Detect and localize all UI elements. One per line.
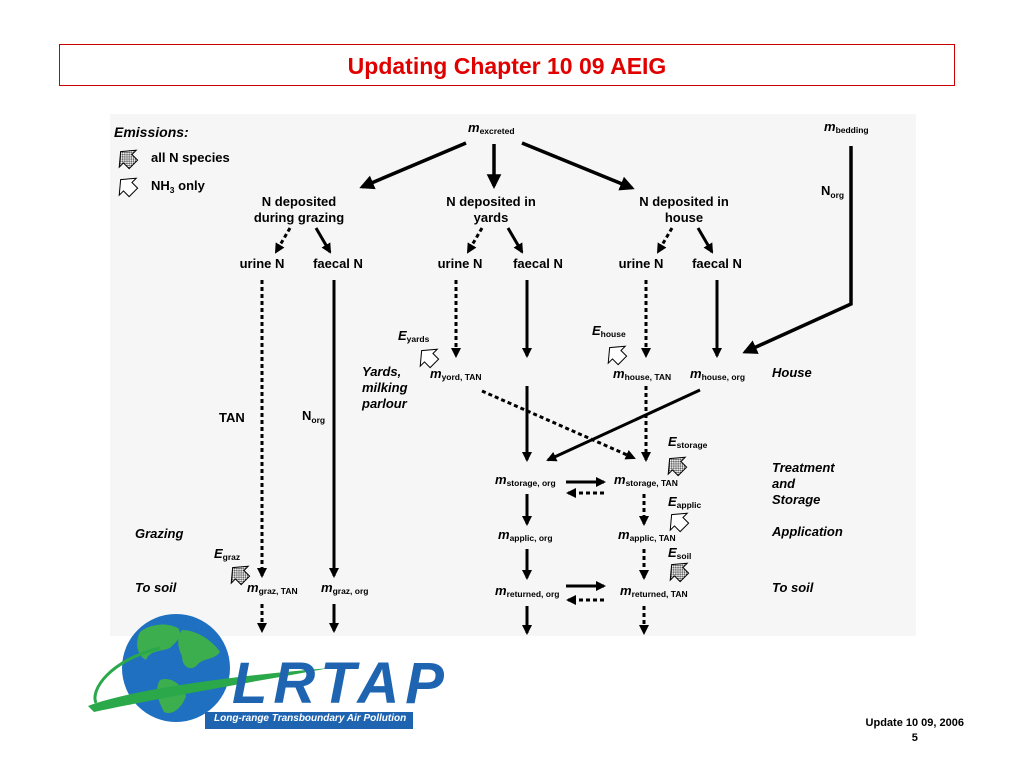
urine-n-yards: urine N bbox=[438, 256, 483, 271]
arrow-yards-tan-to-storage bbox=[481, 389, 636, 460]
soil-emission-icon bbox=[669, 562, 690, 583]
arrow-excreted-grazing bbox=[359, 141, 467, 190]
m-returned-org: mreturned, org bbox=[495, 583, 559, 599]
tan-label: TAN bbox=[219, 410, 245, 425]
m-returned-tan: mreturned, TAN bbox=[620, 583, 688, 599]
arrow-grazing-faecal bbox=[314, 227, 332, 254]
lrtap-logo-word: LRTAP bbox=[232, 651, 450, 716]
arrow-grazing-urine bbox=[274, 227, 292, 254]
page-number: 5 bbox=[911, 732, 918, 744]
slide-title: Updating Chapter 10 09 AEIG bbox=[347, 53, 667, 79]
title-box: Updating Chapter 10 09 AEIG bbox=[59, 44, 955, 86]
m-bedding: mbedding bbox=[824, 119, 869, 135]
arrow-house-faecal bbox=[696, 227, 714, 254]
m-applic-tan: mapplic, TAN bbox=[618, 527, 676, 543]
storage-emission-icon bbox=[667, 456, 688, 477]
nh3-applic-icon bbox=[669, 512, 690, 533]
legend-nh3: NH3 only bbox=[151, 178, 206, 195]
stage-application: Application bbox=[771, 524, 843, 539]
n-org-mid: Norg bbox=[302, 408, 325, 425]
m-applic-org: mapplic, org bbox=[498, 527, 553, 543]
legend-heading: Emissions: bbox=[114, 124, 189, 140]
arrow-excreted-house bbox=[521, 141, 635, 191]
bedding-line bbox=[742, 146, 853, 354]
m-excreted: mexcreted bbox=[468, 120, 515, 136]
footer-date: Update 10 09, 2006 bbox=[865, 717, 964, 729]
nh3-yards-icon bbox=[419, 348, 440, 369]
logo-band bbox=[205, 712, 413, 729]
diagram-panel bbox=[110, 114, 916, 636]
m-storage-org: mstorage, org bbox=[495, 472, 556, 488]
m-graz-tan: mgraz, TAN bbox=[247, 580, 298, 596]
stage-to-soil-left: To soil bbox=[135, 580, 177, 595]
e-graz: Egraz bbox=[214, 546, 240, 562]
footer: Update 10 09, 2006 5 bbox=[866, 716, 964, 746]
globe-logo-icon bbox=[88, 614, 330, 722]
m-house-org: mhouse, org bbox=[690, 366, 745, 382]
faecal-n-yards: faecal N bbox=[513, 256, 563, 271]
arrow-house-org-to-storage bbox=[546, 388, 701, 462]
n-org-top: Norg bbox=[821, 183, 844, 200]
urine-n-house: urine N bbox=[619, 256, 664, 271]
graz-emission-icon bbox=[230, 565, 251, 586]
all-n-species-icon bbox=[118, 149, 139, 170]
m-storage-tan: mstorage, TAN bbox=[614, 472, 678, 488]
faecal-n-grazing: faecal N bbox=[313, 256, 363, 271]
faecal-n-house: faecal N bbox=[692, 256, 742, 271]
arrow-yards-faecal bbox=[506, 227, 524, 254]
e-house: Ehouse bbox=[592, 323, 626, 339]
stage-grazing: Grazing bbox=[135, 526, 183, 541]
m-graz-org: mgraz, org bbox=[321, 580, 368, 596]
stage-to-soil-right: To soil bbox=[772, 580, 814, 595]
logo-tagline: Long-range Transboundary Air Pollution bbox=[214, 713, 407, 724]
legend-all-n: all N species bbox=[151, 150, 230, 165]
m-yord-tan: myord, TAN bbox=[430, 366, 482, 382]
nh3-house-icon bbox=[607, 345, 628, 366]
stage-house: House bbox=[772, 365, 812, 380]
nh3-only-icon bbox=[118, 177, 139, 198]
urine-n-grazing: urine N bbox=[240, 256, 285, 271]
e-storage: Estorage bbox=[668, 434, 708, 450]
e-yards: Eyards bbox=[398, 328, 430, 344]
e-applic: Eapplic bbox=[668, 494, 702, 510]
e-soil: Esoil bbox=[668, 545, 691, 561]
arrow-house-urine bbox=[656, 227, 674, 254]
m-house-tan: mhouse, TAN bbox=[613, 366, 671, 382]
arrow-yards-urine bbox=[466, 227, 484, 254]
